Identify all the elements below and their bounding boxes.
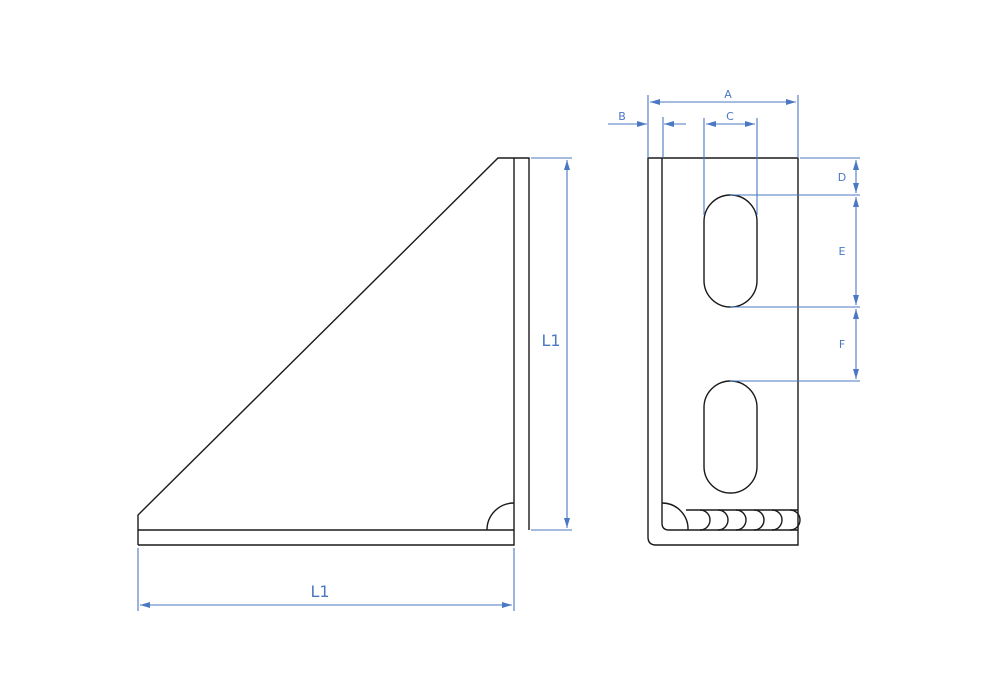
dim-label-a: A: [724, 88, 732, 101]
dim-label-b: B: [618, 110, 626, 123]
side-dimensions: L1 L1: [137, 157, 572, 611]
dim-label-c: C: [726, 110, 734, 123]
dim-label-width: L1: [310, 582, 329, 601]
slot-upper: [703, 194, 758, 308]
front-view: [647, 157, 801, 546]
dim-label-f: F: [839, 338, 845, 351]
side-view: [137, 157, 530, 546]
dim-label-e: E: [839, 245, 846, 258]
front-dimensions: A B C D E F: [608, 88, 860, 382]
dim-label-height: L1: [541, 331, 560, 350]
slot-lower: [703, 380, 758, 494]
dim-label-d: D: [838, 171, 846, 184]
